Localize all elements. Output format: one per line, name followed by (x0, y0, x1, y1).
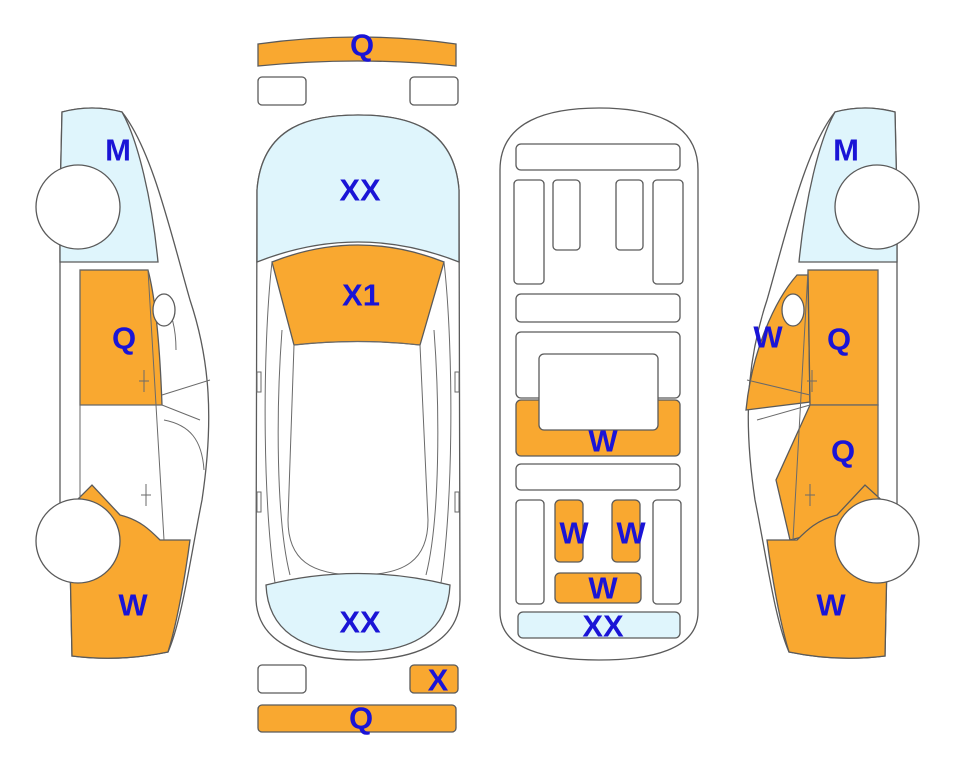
left-door-handle-front (139, 370, 149, 392)
rear-crossmember (515, 463, 681, 491)
rear-rail-left (515, 499, 545, 605)
right-front-door-label: Q (827, 322, 851, 357)
handle-left (256, 491, 262, 513)
left-front-door-label: Q (112, 321, 136, 356)
left-side-view: M Q W (35, 107, 211, 659)
rear-bumper[interactable] (257, 704, 457, 733)
floor-left-panel[interactable] (554, 499, 584, 563)
left-glass-label: M (105, 133, 131, 168)
front-crossmember (515, 143, 681, 171)
rear-glass[interactable] (265, 572, 451, 653)
cabin-outline (287, 341, 429, 576)
floor-rear-panel[interactable] (517, 611, 681, 639)
left-door-lines (79, 269, 211, 541)
front-bumper-label: Q (350, 28, 374, 63)
windshield-label: XX (339, 173, 381, 208)
underbody-view: W W W W XX (499, 107, 699, 661)
rail-left (513, 179, 545, 285)
right-door-lines (746, 269, 879, 541)
floor-center-label: W (588, 571, 618, 606)
floor-rear-label: XX (582, 609, 624, 644)
left-rear-label: W (118, 588, 148, 623)
right-mirror (781, 293, 805, 327)
floor-center-panel[interactable] (554, 572, 642, 604)
left-rear-wheel (35, 498, 121, 584)
left-door-handle-rear (141, 484, 151, 506)
side-line-left (264, 261, 279, 601)
floor-right-panel[interactable] (611, 499, 641, 563)
pillar-left (277, 329, 291, 576)
rear-rail-right (652, 499, 682, 605)
slot-right (615, 179, 644, 251)
trunk-label: W (588, 424, 618, 459)
right-front-wheel (834, 164, 920, 250)
front-headlight-right (409, 76, 459, 106)
rail-right (652, 179, 684, 285)
left-mirror (152, 293, 176, 327)
side-line-right (437, 261, 452, 601)
right-door-handle-front (807, 370, 817, 392)
rear-plate[interactable] (409, 664, 459, 694)
mirror-right (454, 371, 460, 393)
right-rear-wheel (834, 498, 920, 584)
top-view: Q XX X1 XX X Q (255, 28, 461, 736)
rear-plate-label: X (428, 663, 449, 698)
handle-right (454, 491, 460, 513)
right-side-view: M W Q Q W (745, 107, 920, 659)
right-glass-label: M (833, 133, 859, 168)
rear-bumper-label: Q (349, 701, 373, 736)
mid-crossmember (515, 293, 681, 323)
left-front-wheel (35, 164, 121, 250)
pillar-right (425, 329, 439, 576)
windshield[interactable] (256, 114, 460, 263)
right-door-handle-rear (805, 484, 815, 506)
mirror-left (256, 371, 262, 393)
front-headlight-left (257, 76, 307, 106)
slot-left (552, 179, 581, 251)
right-rear-label: W (816, 588, 846, 623)
rear-glass-label: XX (339, 605, 381, 640)
right-mirror-label: W (753, 320, 783, 355)
rear-light-left (257, 664, 307, 694)
floor-right-label: W (616, 516, 646, 551)
spare-tire-well (538, 353, 659, 431)
front-bumper[interactable] (257, 36, 457, 67)
hood-label: X1 (342, 278, 380, 313)
floor-left-label: W (559, 516, 589, 551)
right-rear-door-label: Q (831, 434, 855, 469)
